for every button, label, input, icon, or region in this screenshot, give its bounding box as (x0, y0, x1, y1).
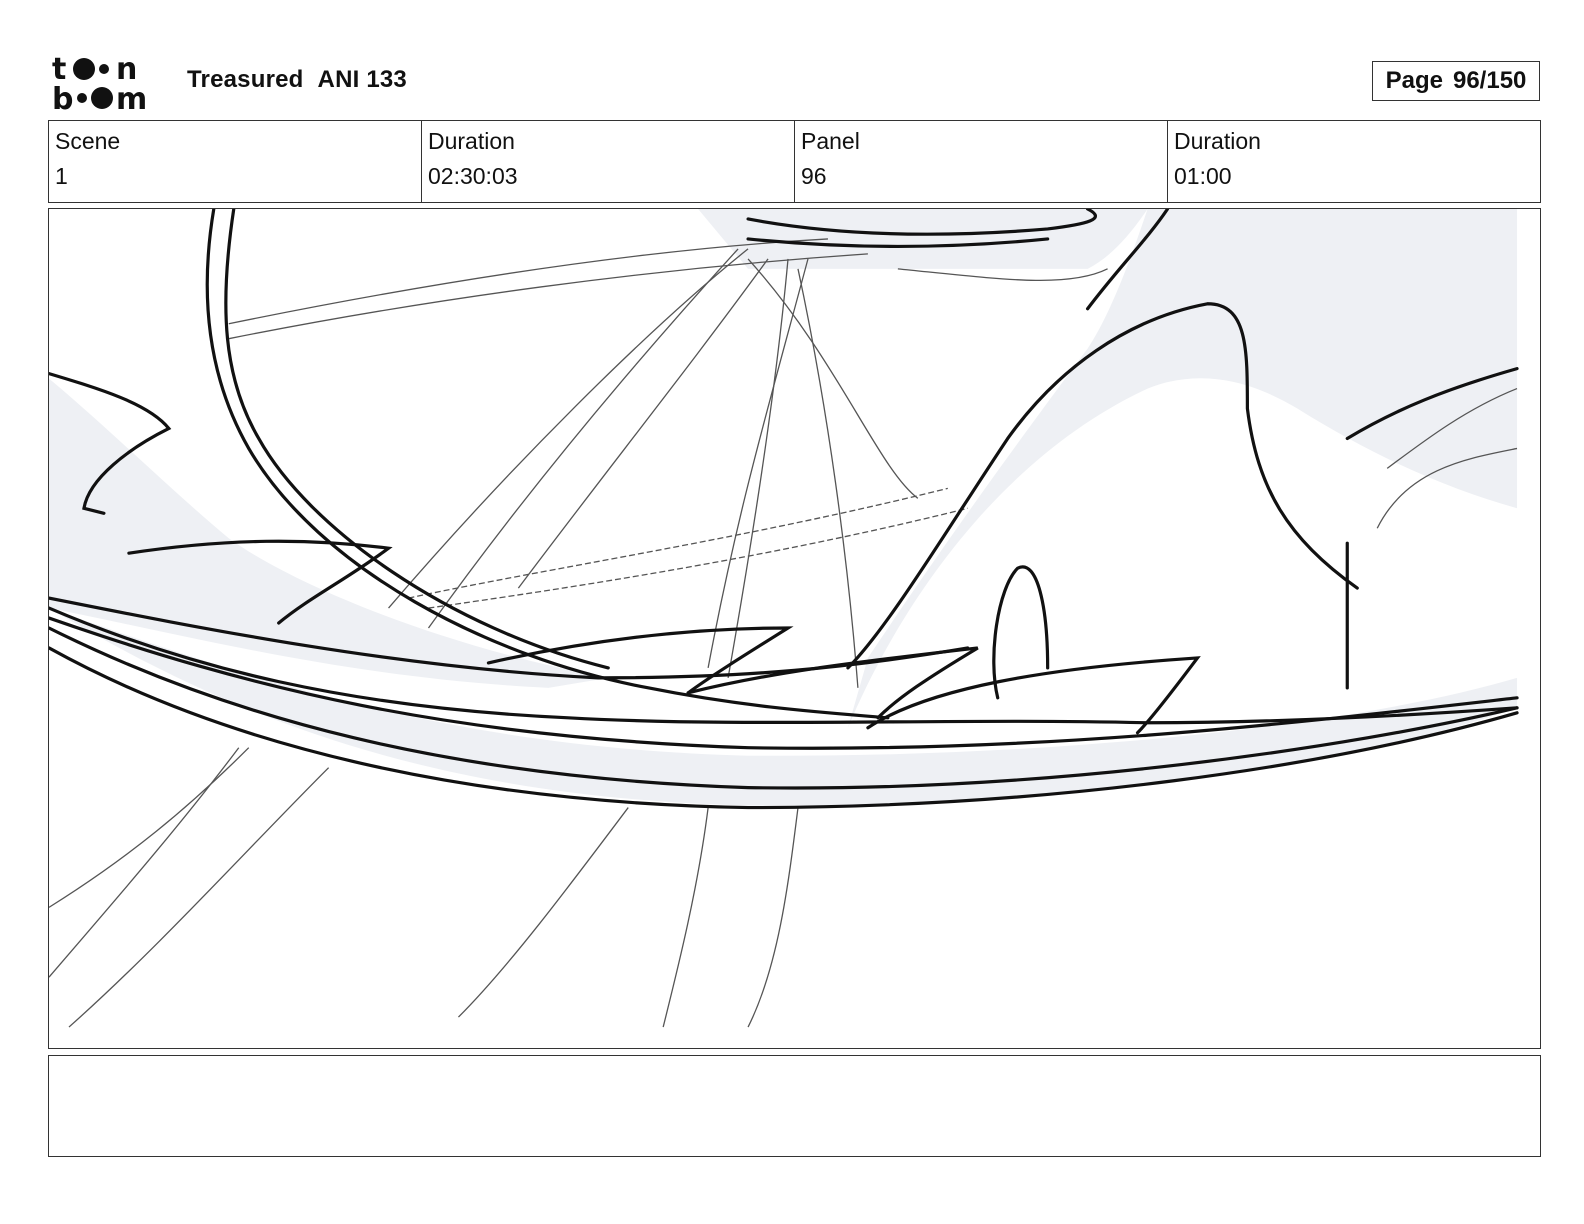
scene-label: Scene (55, 128, 121, 154)
panel-sketch (49, 209, 1519, 1028)
scene-duration-cell: Duration 02:30:03 (422, 121, 795, 202)
scene-cell: Scene 1 (49, 121, 422, 202)
panel-duration-label: Duration (1174, 128, 1261, 154)
sketch-fill-top (698, 209, 1148, 269)
sketch-perspective-lines (49, 238, 1518, 1028)
document-title: Treasured ANI 133 (187, 66, 421, 94)
svg-text:t: t (52, 52, 66, 87)
storyboard-panel (48, 208, 1541, 1049)
panel-duration-value: 01:00 (1174, 163, 1232, 189)
panel-notes (48, 1055, 1541, 1157)
svg-text:n: n (116, 52, 137, 87)
sketch-fill-band (49, 608, 1518, 806)
panel-cell: Panel 96 (795, 121, 1168, 202)
page-value: 96/150 (1452, 67, 1527, 94)
toon-boom-logo: toon t n b m (52, 52, 147, 112)
episode-code: ANI 133 (317, 66, 407, 93)
sketch-fill-right (847, 209, 1518, 728)
page-label: Page (1385, 67, 1443, 94)
scene-value: 1 (55, 163, 68, 189)
page-indicator: Page 96/150 (1372, 61, 1540, 101)
panel-duration-cell: Duration 01:00 (1168, 121, 1540, 202)
sketch-bold-strokes (49, 209, 1519, 810)
panel-value: 96 (801, 163, 827, 189)
sketch-fill-left (49, 378, 609, 688)
scene-duration-label: Duration (428, 128, 515, 154)
scene-info-table: Scene 1 Duration 02:30:03 Panel 96 Durat… (48, 120, 1541, 203)
svg-text:b: b (52, 82, 73, 112)
panel-label: Panel (801, 128, 860, 154)
scene-duration-value: 02:30:03 (428, 163, 518, 189)
project-name: Treasured (187, 66, 304, 93)
svg-text:m: m (116, 82, 147, 112)
